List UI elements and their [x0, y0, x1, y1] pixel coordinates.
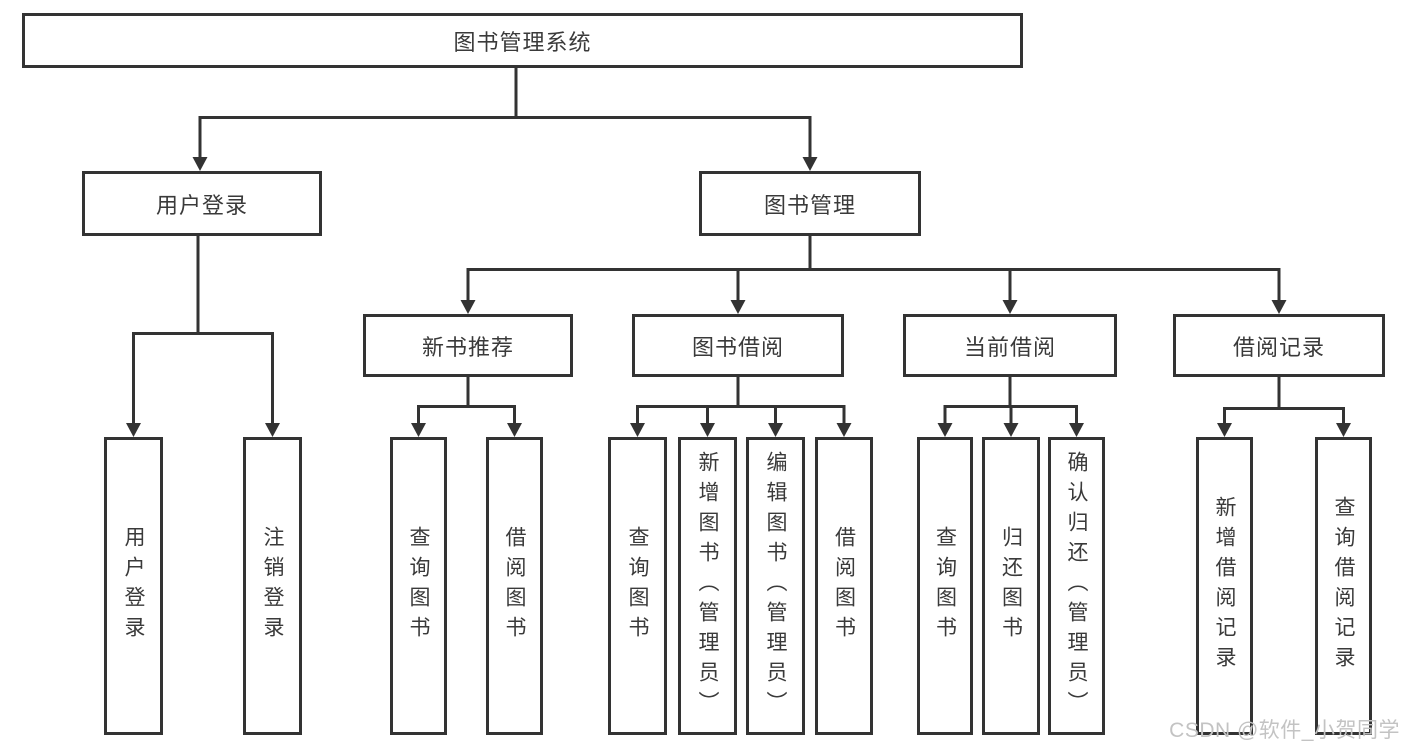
connector-current-borrow-to-leaves [937, 377, 1084, 437]
connector-new-book-to-leaves [411, 377, 522, 437]
node-user-login: 用户登录 [82, 171, 322, 236]
connector-book-borrow-to-leaves [630, 377, 852, 437]
leaf-confirm-return-admin: 确认归还（管理员） [1048, 437, 1105, 735]
node-book-borrow: 图书借阅 [632, 314, 844, 377]
leaf-query-books-3: 查询图书 [917, 437, 973, 735]
csdn-watermark: CSDN @软件_小贺同学 [1169, 719, 1400, 742]
node-borrow-records: 借阅记录 [1173, 314, 1385, 377]
node-root-library-system: 图书管理系统 [22, 13, 1023, 68]
leaf-borrow-books-1: 借阅图书 [486, 437, 543, 735]
connector-borrow-records-to-leaves [1217, 377, 1351, 437]
leaf-logout: 注销登录 [243, 437, 302, 735]
connector-book-management-to-level3 [460, 236, 1287, 314]
node-new-book-recommend: 新书推荐 [363, 314, 573, 377]
leaf-return-books: 归还图书 [982, 437, 1040, 735]
node-book-management: 图书管理 [699, 171, 921, 236]
leaf-add-books-admin: 新增图书（管理员） [678, 437, 737, 735]
leaf-query-books-1: 查询图书 [390, 437, 447, 735]
leaf-add-borrow-record: 新增借阅记录 [1196, 437, 1253, 735]
leaf-query-books-2: 查询图书 [608, 437, 667, 735]
leaf-query-borrow-record: 查询借阅记录 [1315, 437, 1372, 735]
node-current-borrow: 当前借阅 [903, 314, 1117, 377]
leaf-user-login: 用户登录 [104, 437, 163, 735]
leaf-edit-books-admin: 编辑图书（管理员） [746, 437, 805, 735]
connector-user-login-to-leaves [126, 236, 280, 437]
leaf-borrow-books-2: 借阅图书 [815, 437, 873, 735]
connector-root-to-level2 [192, 68, 818, 171]
